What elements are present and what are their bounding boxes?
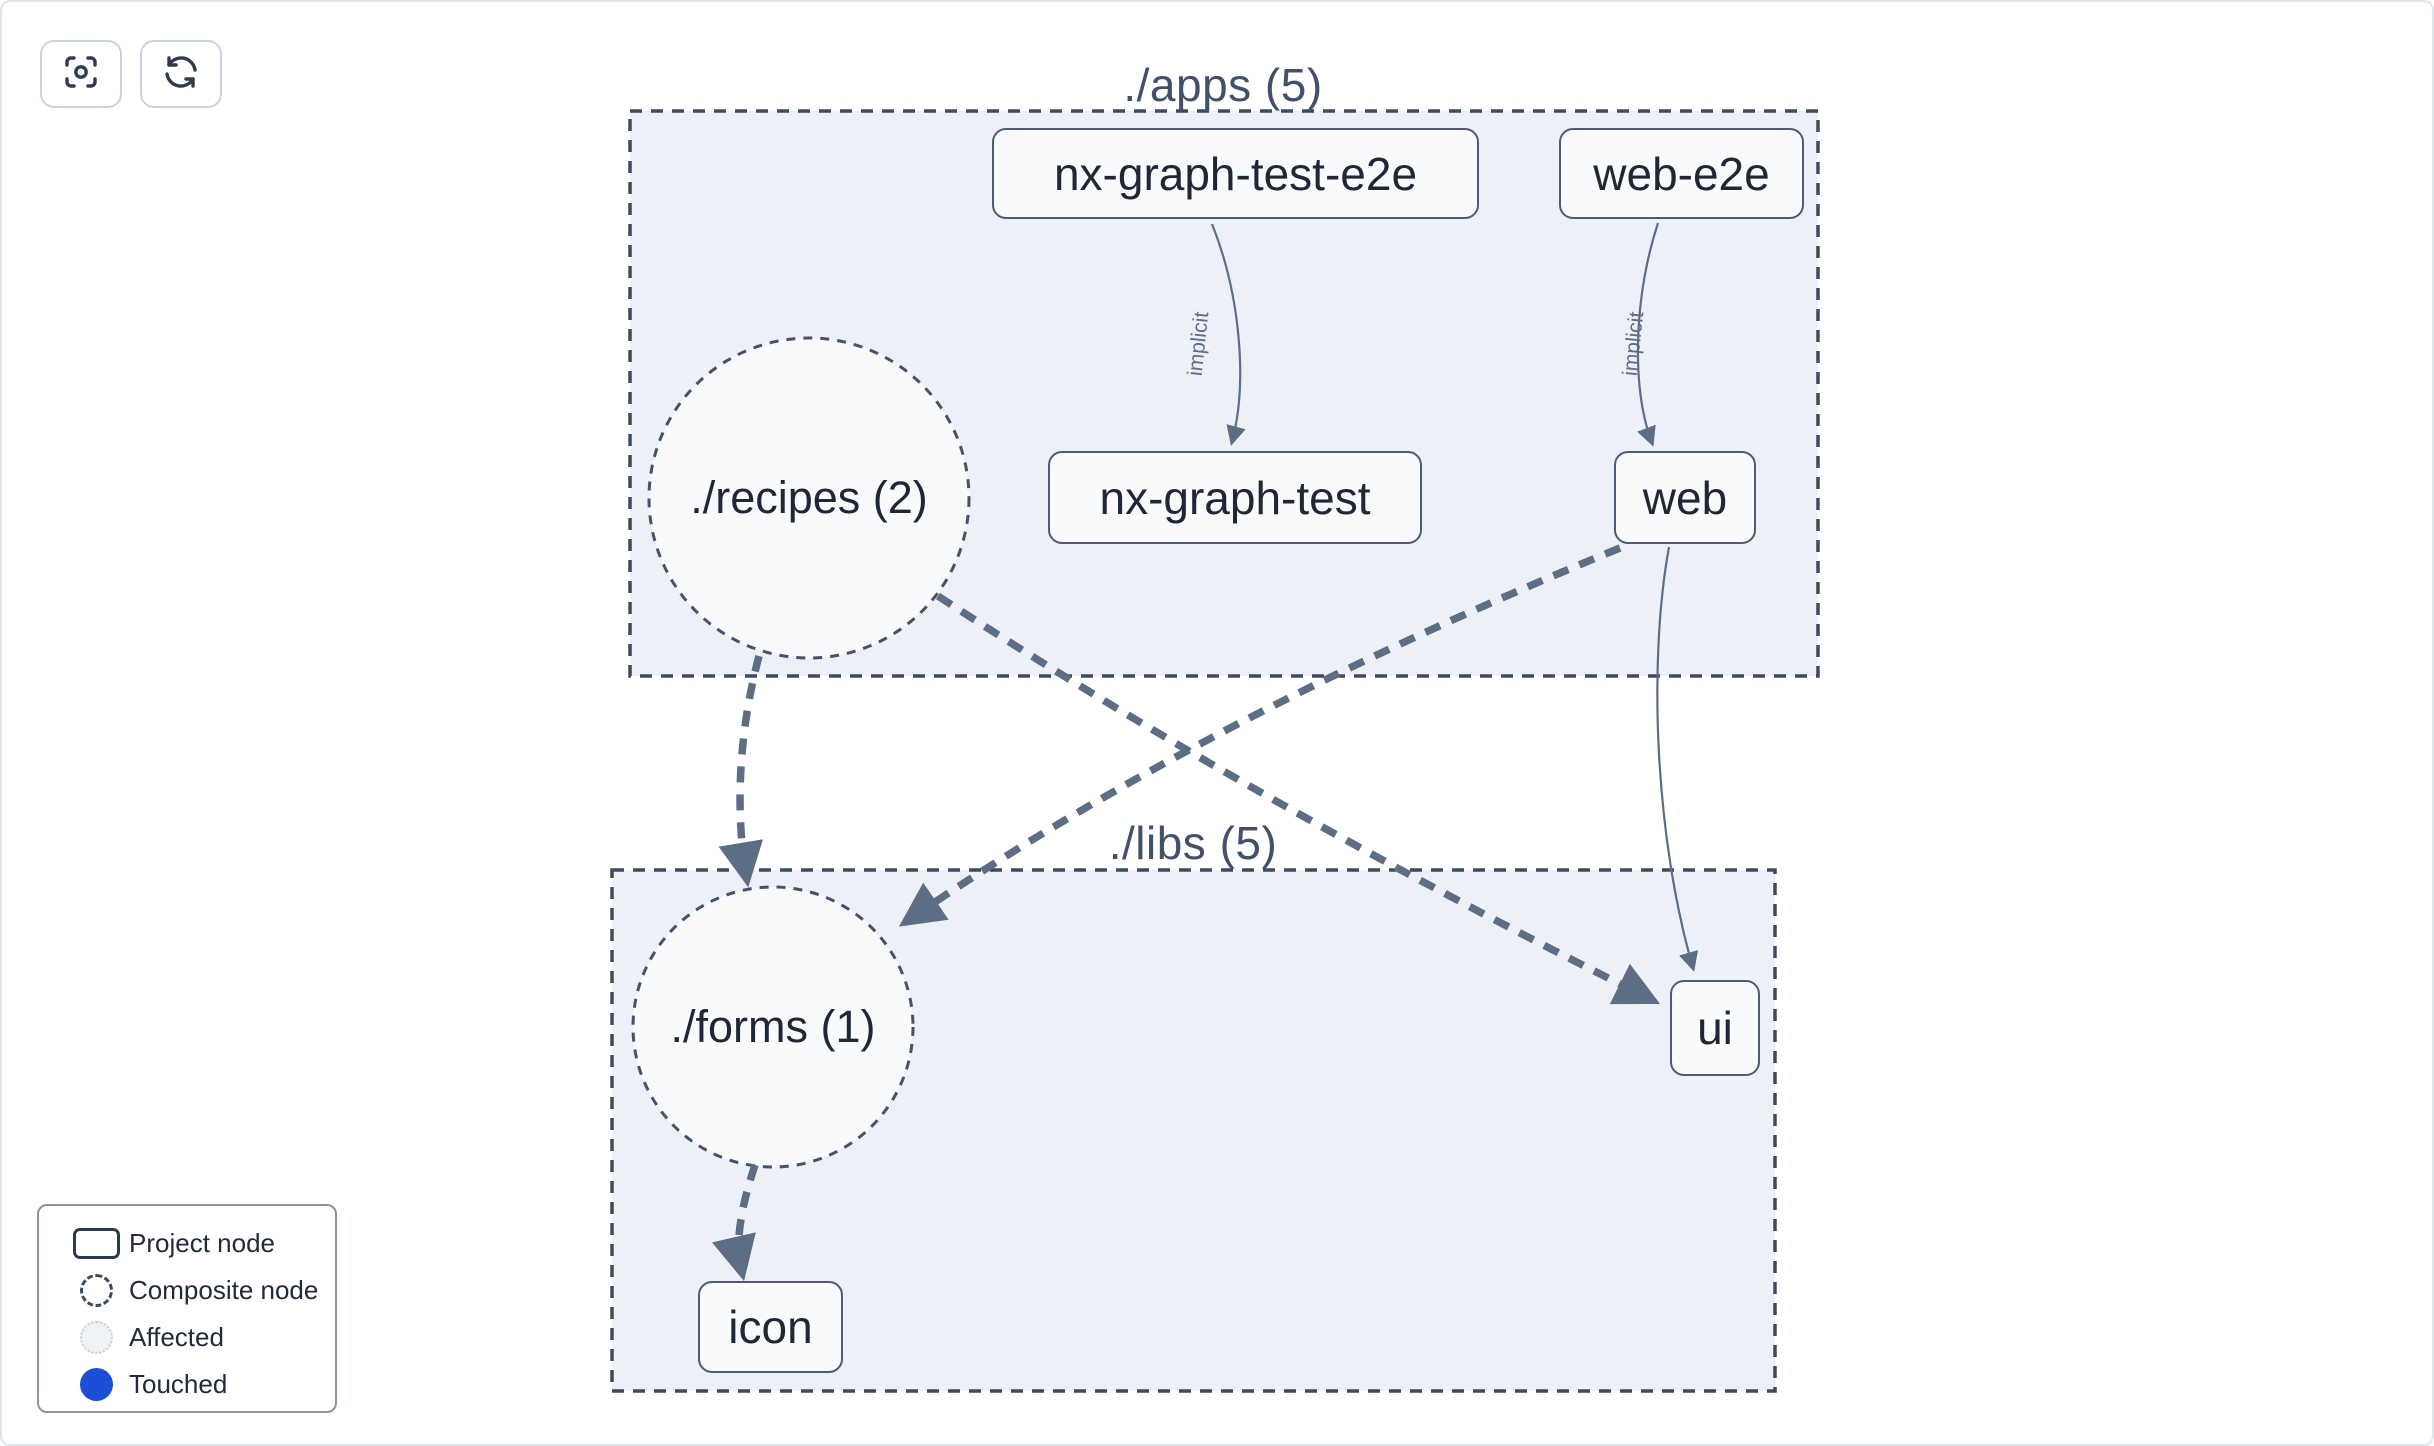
composite-node-forms-label[interactable]: ./forms (1): [670, 1001, 876, 1052]
legend-label: Project node: [129, 1228, 275, 1258]
edge-web-to-ui: [1656, 546, 1699, 972]
group-apps-title: ./apps (5): [1123, 59, 1323, 111]
edge-recipes-to-forms: [718, 655, 764, 888]
toolbar: [40, 40, 222, 108]
composite-node-forms-circle[interactable]: [631, 885, 915, 1169]
group-libs-title: ./libs (5): [1108, 817, 1278, 869]
legend-label: Touched: [129, 1369, 228, 1399]
composite-node-swatch: [63, 1274, 129, 1307]
edge-web-e2e-to-web: [1636, 222, 1660, 447]
affected-swatch: [63, 1321, 129, 1354]
legend-item-composite-node: Composite node: [63, 1267, 335, 1314]
refresh-button[interactable]: [140, 40, 222, 108]
touched-swatch: [63, 1368, 129, 1401]
legend-label: Composite node: [129, 1275, 319, 1305]
legend-item-affected: Affected: [63, 1314, 335, 1361]
edge-web-to-forms: [898, 544, 1622, 927]
edge-forms-to-icon: [712, 1163, 759, 1282]
edge-nx-graph-test-e2e-to-nx-graph-test: [1210, 223, 1246, 446]
composite-node-recipes-label[interactable]: ./recipes (2): [690, 472, 928, 523]
refresh-icon: [159, 50, 203, 99]
node-nx-graph-test[interactable]: nx-graph-test: [1048, 451, 1422, 544]
composite-node-recipes-circle[interactable]: [647, 336, 971, 660]
legend-item-touched: Touched: [63, 1361, 335, 1408]
project-node-swatch: [63, 1228, 129, 1259]
legend-label: Affected: [129, 1322, 224, 1352]
legend: Project node Composite node Affected Tou…: [37, 1204, 337, 1413]
node-ui[interactable]: ui: [1670, 980, 1760, 1076]
node-nx-graph-test-e2e[interactable]: nx-graph-test-e2e: [992, 128, 1479, 219]
focus-reset-button[interactable]: [40, 40, 122, 108]
focus-icon: [60, 51, 102, 98]
node-web[interactable]: web: [1614, 451, 1756, 544]
node-web-e2e[interactable]: web-e2e: [1559, 128, 1804, 219]
legend-item-project-node: Project node: [63, 1220, 335, 1267]
node-icon[interactable]: icon: [698, 1281, 843, 1373]
